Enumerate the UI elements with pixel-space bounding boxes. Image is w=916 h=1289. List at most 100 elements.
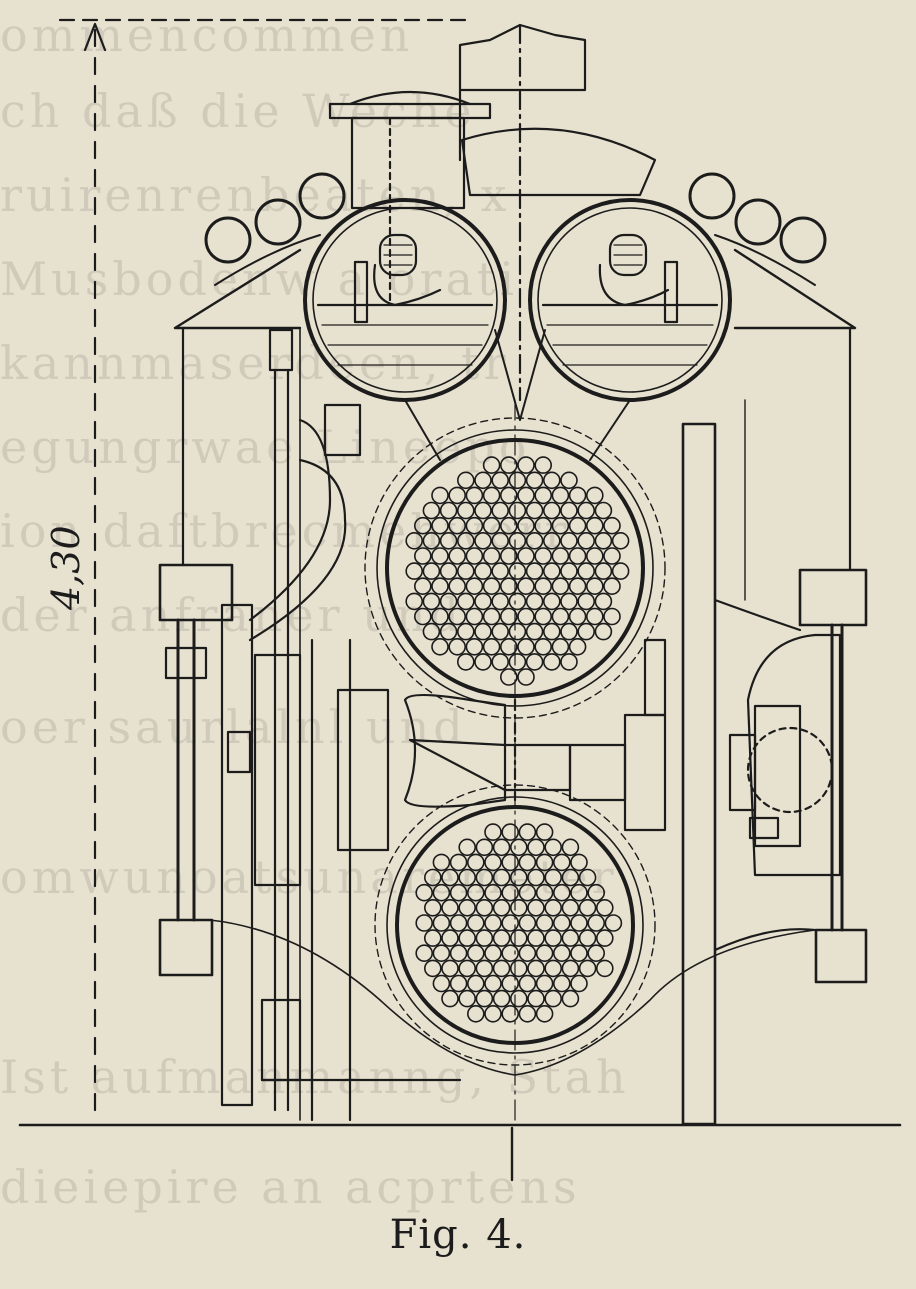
- tube-circle: [474, 622, 492, 641]
- tube-circle: [517, 486, 535, 505]
- tube-circle: [466, 883, 485, 902]
- tube-circle: [499, 516, 518, 535]
- tube-circle: [441, 959, 459, 978]
- tube-circle: [441, 868, 459, 887]
- tube-circle: [551, 486, 570, 505]
- tube-circle: [499, 607, 518, 626]
- tube-circle: [499, 668, 518, 686]
- tube-circle: [509, 838, 528, 857]
- tube-circle: [499, 577, 518, 596]
- tube-circle: [525, 653, 544, 671]
- furnace-door: [728, 633, 842, 877]
- tube-circle: [475, 929, 494, 947]
- tube-circle: [431, 547, 449, 565]
- tube-circle: [578, 868, 597, 887]
- tube-circle: [491, 622, 510, 641]
- tube-circle: [508, 653, 527, 671]
- tube-circle: [594, 531, 613, 550]
- tube-circle: [578, 898, 597, 917]
- tube-circle: [561, 898, 580, 917]
- bleed-line: ruirenrenbeaten, x: [0, 168, 511, 222]
- left-gauge: [158, 563, 254, 1107]
- tube-circle: [441, 989, 459, 1008]
- tube-circle: [595, 898, 614, 917]
- tube-circle: [568, 637, 587, 656]
- tube-circle: [560, 471, 578, 490]
- tube-circle: [432, 883, 451, 902]
- tube-circle: [517, 516, 535, 535]
- tube-circle: [544, 959, 563, 978]
- tube-circle: [534, 607, 553, 626]
- tube-circle: [568, 486, 587, 505]
- tube-circle: [491, 531, 510, 550]
- top-tubes-right: [688, 172, 827, 286]
- tube-circle: [474, 471, 492, 490]
- tube-circle: [449, 853, 468, 872]
- tube-circle: [508, 562, 527, 580]
- tube-circle: [568, 577, 587, 596]
- tube-circle: [484, 1004, 502, 1023]
- tube-circle: [570, 974, 588, 993]
- tube-circle: [492, 838, 511, 857]
- tube-circle: [544, 838, 563, 857]
- tube-circle: [517, 456, 535, 474]
- tube-circle: [518, 853, 537, 872]
- tube-circle: [439, 592, 458, 611]
- bleed-line: ommencommen: [0, 8, 414, 62]
- tube-circle: [458, 989, 477, 1008]
- tube-circle: [491, 653, 510, 671]
- drum-neck: [404, 329, 631, 461]
- tube-circle: [527, 959, 545, 978]
- tube-circle: [439, 562, 458, 580]
- tube-circle: [568, 607, 587, 626]
- tube-circle: [431, 577, 449, 596]
- tube-circle: [527, 989, 545, 1008]
- tube-circle: [448, 486, 467, 505]
- bleed-line: der anfraner und: [0, 588, 463, 642]
- tube-circle: [465, 607, 484, 626]
- tube-circle: [535, 974, 554, 993]
- tube-circle: [560, 653, 578, 671]
- tube-circle: [525, 531, 544, 550]
- tube-circle: [552, 974, 571, 993]
- tube-circle: [552, 883, 571, 902]
- tube-circle: [449, 883, 468, 902]
- tube-circle: [415, 883, 434, 902]
- tube-circle: [465, 547, 484, 565]
- tube-circle: [577, 501, 596, 520]
- tube-circle: [568, 516, 587, 535]
- tube-circle: [458, 929, 477, 947]
- tube-circle: [508, 471, 527, 490]
- tube-circle: [535, 914, 554, 932]
- tube-circle: [594, 592, 613, 611]
- tube-circle: [432, 974, 451, 993]
- tube-drum-upper: [364, 417, 666, 719]
- tube-circle: [492, 868, 511, 887]
- tube-circle: [413, 607, 432, 626]
- tube-circle: [518, 944, 537, 963]
- tube-circle: [603, 607, 621, 626]
- bleed-line: dieiepire an acprtens: [0, 1160, 581, 1214]
- tube-circle: [594, 622, 613, 641]
- tube-circle: [482, 516, 501, 535]
- tube-circle: [551, 516, 570, 535]
- tube-circle: [475, 959, 494, 978]
- tube-circle: [527, 868, 545, 887]
- tube-circle: [517, 607, 535, 626]
- tube-circle: [587, 914, 606, 932]
- top-uptake: [458, 23, 587, 402]
- tube-circle: [570, 914, 588, 932]
- tube-circle: [413, 516, 432, 535]
- tube-circle: [578, 929, 597, 947]
- tube-circle: [422, 531, 441, 550]
- tube-circle: [534, 516, 553, 535]
- figure-caption: Fig. 4.: [389, 1212, 527, 1258]
- roof: [173, 248, 857, 330]
- top-hood: [460, 127, 657, 197]
- tube-circle: [587, 883, 606, 902]
- tube-circle: [585, 547, 604, 565]
- tube-circle: [466, 974, 485, 993]
- tube-circle: [517, 668, 535, 686]
- tube-circle: [456, 531, 475, 550]
- tube-circle: [484, 914, 502, 932]
